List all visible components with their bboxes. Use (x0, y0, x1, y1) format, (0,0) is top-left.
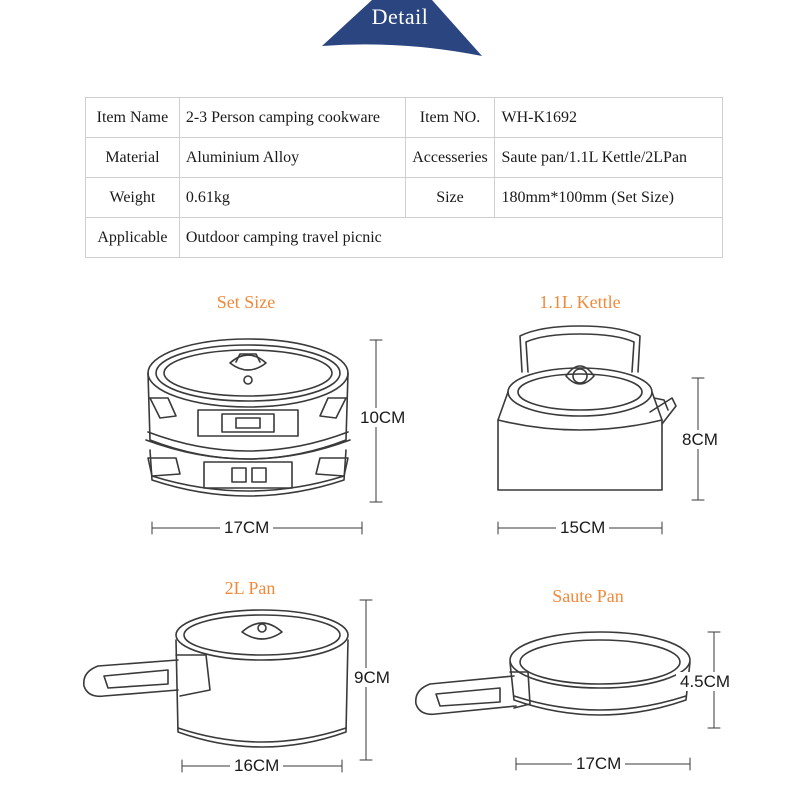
spec-key: Accesseries (404, 137, 496, 178)
kettle-width-label: 15CM (556, 518, 610, 537)
kettle-title: 1.1L Kettle (539, 292, 621, 312)
pan2l-width-label: 16CM (230, 756, 284, 775)
table-row: Material Aluminium Alloy Accesseries Sau… (85, 137, 723, 178)
spec-key: Material (85, 137, 180, 178)
page-title: Detail (371, 4, 429, 29)
table-row: Weight 0.61kg Size 180mm*100mm (Set Size… (85, 177, 723, 218)
kettle-height-label: 8CM (678, 430, 722, 449)
saute-width-label: 17CM (572, 754, 626, 773)
kettle-illustration (497, 325, 705, 535)
spec-value: Aluminium Alloy (178, 137, 406, 178)
set-height-label: 10CM (356, 408, 410, 427)
spec-table: Item Name 2-3 Person camping cookware It… (85, 97, 724, 258)
pan2l-title: 2L Pan (224, 578, 276, 598)
set-illustration (145, 338, 383, 535)
table-row: Applicable Outdoor camping travel picnic (85, 217, 724, 258)
spec-value: WH-K1692 (494, 97, 723, 138)
spec-value: 180mm*100mm (Set Size) (494, 177, 723, 218)
saute-height-label: 4.5CM (676, 672, 735, 691)
banner-shape (322, 0, 482, 56)
spec-key: Applicable (85, 217, 180, 258)
saute-illustration (414, 631, 721, 771)
table-row: Item Name 2-3 Person camping cookware It… (85, 97, 723, 138)
spec-key: Weight (85, 177, 180, 218)
set-width-label: 17CM (220, 518, 274, 537)
saute-title: Saute Pan (552, 586, 624, 606)
spec-value: Outdoor camping travel picnic (178, 217, 724, 258)
header-banner: Detail (0, 0, 800, 64)
set-title: Set Size (216, 292, 276, 312)
pan2l-illustration (82, 599, 373, 773)
spec-key: Size (404, 177, 496, 218)
pan2l-height-label: 9CM (350, 668, 394, 687)
